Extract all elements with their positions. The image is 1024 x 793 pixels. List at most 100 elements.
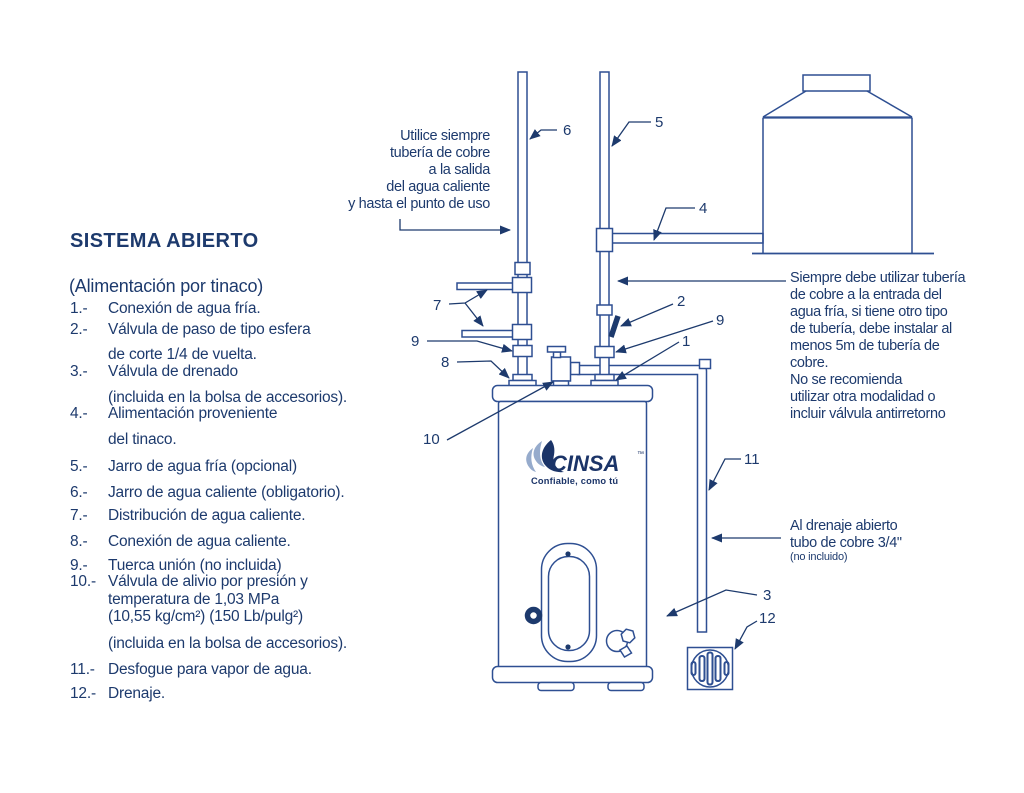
branch-tee bbox=[511, 276, 533, 294]
callout-9-right: 9 bbox=[716, 312, 725, 329]
legend-item-number: 2.- bbox=[70, 321, 88, 338]
feed-tee bbox=[595, 227, 614, 253]
legend-item-text: Válvula de alivio por presión y bbox=[108, 573, 308, 590]
leader-3 bbox=[666, 589, 758, 617]
leader-9-left bbox=[427, 340, 513, 353]
legend-item-text: Conexión de agua caliente. bbox=[108, 533, 291, 550]
legend-item-text: (incluida en la bolsa de accesorios). bbox=[108, 389, 348, 406]
cleanout-panel-inner bbox=[547, 555, 591, 652]
note-cold-inlet: Siempre debe utilizar tubería de cobre a… bbox=[790, 270, 966, 422]
legend-item-text: Desfogue para vapor de agua. bbox=[108, 661, 312, 678]
leader-hot-note bbox=[399, 219, 511, 235]
pilot-port bbox=[524, 606, 543, 625]
legend-item-text: Jarro de agua fría (opcional) bbox=[108, 458, 297, 475]
flame-icon bbox=[541, 440, 564, 473]
note-open-drain-sub: (no incluido) bbox=[790, 551, 848, 563]
note-open-drain: Al drenaje abierto tubo de cobre 3/4" bbox=[790, 518, 902, 551]
legend-item-text: temperatura de 1,03 MPa bbox=[108, 591, 280, 608]
leader-6 bbox=[529, 129, 557, 140]
legend-item-text: Tuerca unión (no incluida) bbox=[108, 557, 282, 574]
legend-item-text: del tinaco. bbox=[108, 431, 177, 448]
leader-12 bbox=[734, 620, 758, 650]
leader-lines bbox=[399, 121, 786, 650]
callout-8: 8 bbox=[441, 354, 450, 371]
hot-connection-flange bbox=[512, 373, 533, 382]
legend-item-number: 1.- bbox=[70, 300, 88, 317]
legend-item-text: de corte 1/4 de vuelta. bbox=[108, 346, 257, 363]
heater-foot bbox=[537, 681, 575, 692]
relief-valve bbox=[546, 345, 581, 387]
legend-item-number: 12.- bbox=[70, 685, 96, 702]
legend-item-number: 5.- bbox=[70, 458, 88, 475]
legend-item-text: Distribución de agua caliente. bbox=[108, 507, 306, 524]
leader-11 bbox=[708, 458, 741, 491]
leader-10 bbox=[446, 381, 554, 441]
logo-trademark: ™ bbox=[637, 451, 644, 458]
leader-9-right bbox=[615, 320, 714, 354]
legend-item-text: Jarro de agua caliente (obligatorio). bbox=[108, 484, 345, 501]
legend-item-number: 8.- bbox=[70, 533, 88, 550]
leader-8 bbox=[456, 360, 510, 379]
legend-item-number: 3.- bbox=[70, 363, 88, 380]
legend-item-number: 7.- bbox=[70, 507, 88, 524]
callout-6: 6 bbox=[563, 122, 572, 139]
cold-connection-flange bbox=[594, 373, 615, 382]
hot-water-pipe bbox=[508, 71, 537, 388]
legend-item-number: 6.- bbox=[70, 484, 88, 501]
legend-item-number: 11.- bbox=[70, 661, 95, 678]
callout-2: 2 bbox=[677, 293, 686, 310]
heater-foot bbox=[607, 681, 645, 692]
page-title: SISTEMA ABIERTO bbox=[70, 230, 259, 252]
callout-7: 7 bbox=[433, 297, 442, 314]
floor-drain bbox=[686, 646, 734, 691]
legend-item-text: Conexión de agua fría. bbox=[108, 300, 261, 317]
legend-item-text: Válvula de paso de tipo esfera bbox=[108, 321, 311, 338]
legend-item-number: 9.- bbox=[70, 557, 88, 574]
brand-logo: CINSA ™ Confiable, como tú bbox=[526, 440, 644, 486]
legend-item-number: 10.- bbox=[70, 573, 96, 590]
water-heater bbox=[491, 384, 654, 692]
pipe-coupling bbox=[514, 261, 531, 276]
callout-11: 11 bbox=[744, 451, 760, 468]
leader-5 bbox=[611, 121, 651, 147]
union-nut-cold bbox=[594, 345, 615, 359]
page-subtitle: (Alimentación por tinaco) bbox=[69, 276, 264, 296]
callout-1: 1 bbox=[682, 333, 691, 350]
legend-item-text: Alimentación proveniente bbox=[108, 405, 278, 422]
tinaco-tank bbox=[752, 74, 934, 255]
logo-tagline: Confiable, como tú bbox=[531, 476, 618, 486]
heater-top-rim bbox=[491, 384, 654, 403]
tank-feed-pipe bbox=[611, 232, 764, 244]
panel-bolt bbox=[565, 551, 571, 557]
leader-2 bbox=[620, 303, 674, 327]
legend-item-text: (incluida en la bolsa de accesorios). bbox=[108, 635, 348, 652]
callout-3: 3 bbox=[763, 587, 772, 604]
cold-water-pipe bbox=[590, 71, 619, 388]
callout-9-left: 9 bbox=[411, 333, 420, 350]
callout-4: 4 bbox=[699, 200, 708, 217]
legend-item-text: Válvula de drenado bbox=[108, 363, 238, 380]
heater-bottom-rim bbox=[491, 665, 654, 684]
legend-item-text: Drenaje. bbox=[108, 685, 165, 702]
pipe-coupling bbox=[596, 304, 613, 316]
panel-bolt bbox=[565, 644, 571, 650]
leader-4 bbox=[653, 207, 695, 241]
elbow-cap bbox=[698, 358, 712, 370]
tank-lid bbox=[802, 74, 871, 92]
note-hot-outlet: Utilice siempre tubería de cobre a la sa… bbox=[348, 128, 490, 212]
legend-item-number: 4.- bbox=[70, 405, 88, 422]
callout-10: 10 bbox=[423, 431, 440, 448]
flame-icon bbox=[533, 441, 545, 467]
drain-valve bbox=[605, 628, 636, 659]
ball-valve bbox=[608, 315, 621, 338]
hot-distribution-branches bbox=[456, 282, 519, 338]
callout-12: 12 bbox=[759, 610, 776, 627]
logo-wordmark: CINSA bbox=[551, 451, 619, 476]
legend-item-text: (10,55 kg/cm²) (150 Lb/pulg²) bbox=[108, 608, 303, 625]
flame-icon bbox=[526, 448, 536, 472]
leader-1 bbox=[615, 341, 680, 381]
leader-7a bbox=[448, 289, 488, 305]
callout-5: 5 bbox=[655, 114, 664, 131]
